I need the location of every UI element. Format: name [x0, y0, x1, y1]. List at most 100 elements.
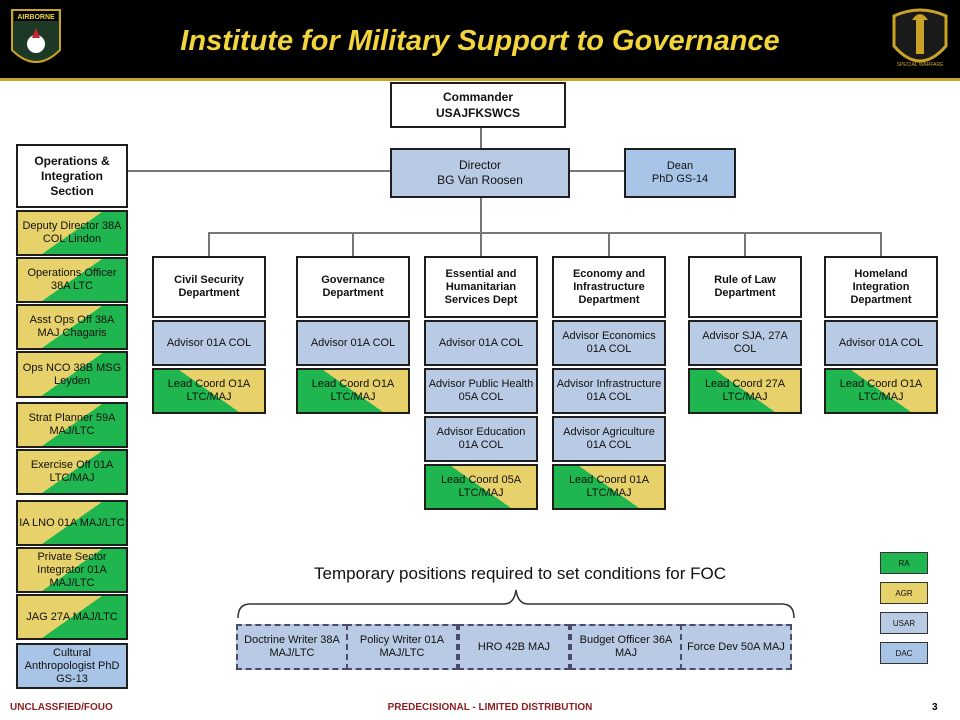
ops-position-3: Ops NCO 38B MSG Leyden: [16, 351, 128, 398]
ops-position-4-label: Strat Planner 59A MAJ/LTC: [28, 412, 116, 437]
commander-title: Commander: [442, 90, 513, 104]
ops-position-2-label: Asst Ops Off 38A MAJ Chagaris: [29, 314, 115, 339]
department-5-position-1-label: Lead Coord O1A LTC/MAJ: [839, 378, 923, 403]
temporary-position-3-label: Budget Officer 36A MAJ: [579, 634, 673, 659]
ops-position-0: Deputy Director 38A COL Lindon: [16, 210, 128, 256]
legend-item-usar: USAR: [880, 612, 928, 634]
temporary-position-1-label: Policy Writer 01A MAJ/LTC: [359, 634, 445, 659]
connector: [480, 128, 482, 150]
connector: [208, 232, 210, 256]
connector: [608, 232, 610, 256]
temporary-position-4-label: Force Dev 50A MAJ: [687, 640, 785, 653]
ops-position-8: JAG 27A MAJ/LTC: [16, 594, 128, 640]
department-header-1-label: Governance Department: [321, 274, 385, 299]
department-3-position-3: Lead Coord 01A LTC/MAJ: [552, 464, 666, 510]
dean-grade: PhD GS-14: [651, 173, 709, 185]
ops-position-6-label: IA LNO 01A MAJ/LTC: [19, 516, 125, 529]
department-5-position-0-label: Advisor 01A COL: [838, 336, 924, 349]
temporary-position-1: Policy Writer 01A MAJ/LTC: [346, 624, 458, 670]
ops-position-4: Strat Planner 59A MAJ/LTC: [16, 402, 128, 448]
footer-distribution: PREDECISIONAL - LIMITED DISTRIBUTION: [387, 702, 593, 713]
legend-item-dac: DAC: [880, 642, 928, 664]
department-3-position-0: Advisor Economics 01A COL: [552, 320, 666, 366]
temporary-position-0-label: Doctrine Writer 38A MAJ/LTC: [244, 634, 340, 659]
department-header-2: Essential and Humanitarian Services Dept: [424, 256, 538, 318]
footer-classification: UNCLASSFIED/FOUO: [10, 702, 113, 713]
connector: [880, 232, 882, 256]
connector: [480, 198, 482, 232]
department-3-position-0-label: Advisor Economics 01A COL: [562, 330, 656, 355]
temporary-position-2-label: HRO 42B MAJ: [477, 640, 551, 653]
department-3-position-1-label: Advisor Infrastructure 01A COL: [556, 378, 662, 403]
department-4-position-0: Advisor SJA, 27A COL: [688, 320, 802, 366]
department-2-position-3: Lead Coord 05A LTC/MAJ: [424, 464, 538, 510]
department-header-5-label: Homeland Integration Department: [850, 267, 912, 306]
page-title: Institute for Military Support to Govern…: [180, 25, 780, 57]
temporary-position-3: Budget Officer 36A MAJ: [570, 624, 682, 670]
department-4-position-1-label: Lead Coord 27A LTC/MAJ: [704, 378, 786, 403]
commander-unit: USAJFKSWCS: [435, 106, 520, 120]
department-0-position-0-label: Advisor 01A COL: [166, 336, 252, 349]
department-0-position-0: Advisor 01A COL: [152, 320, 266, 366]
ops-position-8-label: JAG 27A MAJ/LTC: [26, 610, 118, 623]
ops-position-1: Operations Officer 38A LTC: [16, 257, 128, 303]
connector: [126, 170, 390, 172]
department-3-position-3-label: Lead Coord 01A LTC/MAJ: [568, 474, 650, 499]
ops-position-5-label: Exercise Off 01A LTC/MAJ: [30, 459, 114, 484]
department-2-position-1: Advisor Public Health 05A COL: [424, 368, 538, 414]
commander-box: Commander USAJFKSWCS: [390, 82, 566, 128]
department-3-position-2: Advisor Agriculture 01A COL: [552, 416, 666, 462]
header-bar: [0, 0, 960, 78]
connector: [352, 232, 354, 256]
department-1-position-0: Advisor 01A COL: [296, 320, 410, 366]
connector: [570, 170, 624, 172]
department-header-3-label: Economy and Infrastructure Department: [572, 267, 646, 306]
department-header-0-label: Civil Security Department: [174, 274, 244, 299]
legend-label: AGR: [895, 588, 913, 598]
temporary-heading: Temporary positions required to set cond…: [314, 564, 726, 583]
temporary-brace: [237, 589, 795, 619]
department-header-2-label: Essential and Humanitarian Services Dept: [444, 267, 518, 306]
department-header-4: Rule of Law Department: [688, 256, 802, 318]
department-0-position-1: Lead Coord O1A LTC/MAJ: [152, 368, 266, 414]
department-2-position-1-label: Advisor Public Health 05A COL: [428, 378, 534, 403]
director-title: Director: [458, 158, 501, 172]
department-2-position-3-label: Lead Coord 05A LTC/MAJ: [440, 474, 522, 499]
department-1-position-1-label: Lead Coord O1A LTC/MAJ: [311, 378, 395, 403]
department-header-0: Civil Security Department: [152, 256, 266, 318]
ops-position-3-label: Ops NCO 38B MSG Leyden: [22, 361, 122, 387]
ops-position-7: Private Sector Integrator 01A MAJ/LTC: [16, 547, 128, 593]
ops-section-title: Operations & Integration Section: [34, 153, 110, 198]
legend-label: RA: [898, 558, 910, 568]
dean-title: Dean: [666, 160, 694, 172]
dean-box: Dean PhD GS-14: [624, 148, 736, 198]
department-2-position-0-label: Advisor 01A COL: [438, 336, 524, 349]
temporary-position-4: Force Dev 50A MAJ: [680, 624, 792, 670]
ops-position-0-label: Deputy Director 38A COL Lindon: [22, 220, 122, 245]
legend-item-agr: AGR: [880, 582, 928, 604]
ops-position-5: Exercise Off 01A LTC/MAJ: [16, 449, 128, 495]
department-header-3: Economy and Infrastructure Department: [552, 256, 666, 318]
ops-position-2: Asst Ops Off 38A MAJ Chagaris: [16, 304, 128, 350]
department-2-position-0: Advisor 01A COL: [424, 320, 538, 366]
legend-label: USAR: [892, 618, 916, 628]
temporary-position-2: HRO 42B MAJ: [458, 624, 570, 670]
special-warfare-crest: SPECIAL WARFARE: [888, 6, 952, 76]
footer-page-number: 3: [932, 702, 938, 713]
airborne-logo: AIRBORNE: [8, 6, 64, 76]
header-gold-rule: [0, 78, 960, 81]
director-box: Director BG Van Roosen: [390, 148, 570, 198]
ops-position-1-label: Operations Officer 38A LTC: [27, 267, 117, 292]
legend-item-ra: RA: [880, 552, 928, 574]
department-header-5: Homeland Integration Department: [824, 256, 938, 318]
connector: [208, 232, 882, 234]
department-4-position-0-label: Advisor SJA, 27A COL: [702, 330, 788, 355]
department-3-position-2-label: Advisor Agriculture 01A COL: [563, 426, 655, 451]
department-1-position-1: Lead Coord O1A LTC/MAJ: [296, 368, 410, 414]
connector: [744, 232, 746, 256]
department-header-4-label: Rule of Law Department: [714, 274, 776, 299]
ops-position-9-label: Cultural Anthropologist PhD GS-13: [24, 646, 120, 685]
department-header-1: Governance Department: [296, 256, 410, 318]
department-4-position-1: Lead Coord 27A LTC/MAJ: [688, 368, 802, 414]
crest-text: SPECIAL WARFARE: [897, 62, 945, 68]
